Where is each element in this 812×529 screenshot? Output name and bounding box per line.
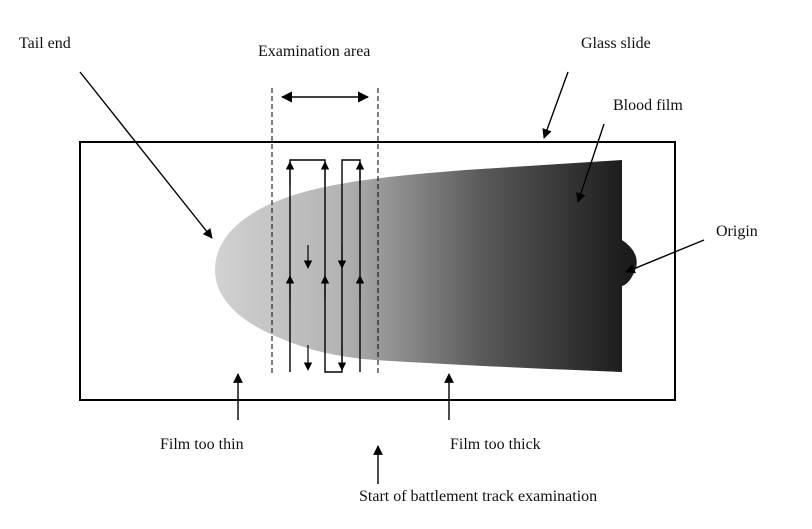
origin-label: Origin xyxy=(716,223,758,240)
track-direction-arrows xyxy=(285,161,365,371)
tail-end-pointer xyxy=(79,71,213,239)
film-too-thick-label: Film too thick xyxy=(450,436,541,453)
blood-film-pointer xyxy=(576,123,605,203)
examination-area-label: Examination area xyxy=(258,43,371,60)
glass-slide-label: Glass slide xyxy=(581,35,651,52)
blood-film-label: Blood film xyxy=(613,97,683,114)
battlement-track xyxy=(289,159,361,373)
battlement-start-label: Start of battlement track examination xyxy=(359,488,598,505)
tail-end-label: Tail end xyxy=(19,35,71,52)
film-too-thin-label: Film too thin xyxy=(160,436,244,453)
glass-slide xyxy=(79,141,676,401)
blood-film xyxy=(215,160,637,372)
glass-slide-pointer xyxy=(542,71,569,139)
origin-pointer xyxy=(625,239,705,274)
